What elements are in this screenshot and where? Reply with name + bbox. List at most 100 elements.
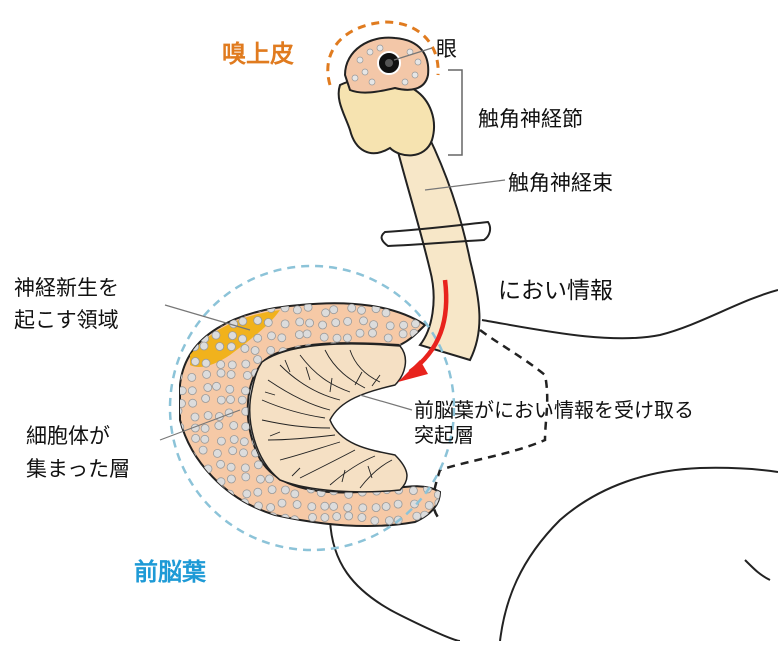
- cell-body-dot: [190, 412, 200, 422]
- receiving-layer-label-line2: 突起層: [414, 423, 474, 447]
- cell-body-dot: [371, 503, 381, 513]
- cell-body-dot: [307, 502, 317, 512]
- neurogenesis-label-line2: 起こす領域: [14, 308, 119, 332]
- cell-body-dot: [240, 463, 250, 473]
- cell-body-dot: [369, 320, 379, 330]
- cell-body-dot: [407, 475, 417, 485]
- cell-body-dot: [308, 513, 317, 522]
- cell-body-dot: [216, 436, 226, 446]
- cell-body-dot: [253, 316, 263, 325]
- cell-body-dot: [396, 383, 406, 393]
- cell-body-dot: [201, 316, 211, 326]
- cell-body-dot: [226, 395, 235, 404]
- cell-body-dot: [238, 334, 247, 344]
- cell-body-dot: [393, 499, 403, 509]
- cell-body-dot: [381, 407, 390, 417]
- cell-body-dot: [186, 320, 196, 330]
- cell-body-dot: [408, 459, 418, 469]
- cell-body-dot: [368, 436, 378, 446]
- cell-body-label-line2: 集まった層: [26, 457, 130, 481]
- cell-body-dot: [253, 511, 263, 521]
- cell-body-dot: [199, 475, 208, 485]
- cell-body-dot: [216, 477, 226, 487]
- cell-body-dot: [242, 489, 252, 499]
- cell-body-dot: [180, 512, 183, 522]
- cell-body-dot: [203, 515, 213, 524]
- cell-body-dot: [355, 328, 365, 338]
- cell-body-dot: [397, 394, 407, 404]
- cell-body-dot: [212, 307, 221, 317]
- cell-body-dot: [214, 421, 224, 430]
- cell-body-dot: [433, 490, 440, 500]
- cell-body-dot: [381, 308, 391, 318]
- cell-body-dot: [241, 472, 251, 482]
- cell-body-dot: [180, 499, 184, 509]
- tentacle-nerve-bundle-label: 触角神経束: [508, 171, 613, 195]
- cell-body-dot: [216, 459, 226, 469]
- cell-body-dot: [290, 489, 300, 499]
- cell-body-dot: [368, 408, 377, 418]
- cell-body-dot: [342, 333, 352, 343]
- cell-body-dot: [187, 451, 197, 461]
- receiving-layer-label-line1: 前脳葉がにおい情報を受け取る: [414, 398, 694, 422]
- cell-body-dot: [216, 360, 226, 369]
- cell-body-dot: [408, 486, 418, 496]
- cell-body-dot: [266, 345, 276, 355]
- cell-body-dot: [332, 333, 342, 343]
- cell-body-dot: [180, 406, 183, 416]
- cell-body-dot: [412, 511, 422, 521]
- neuropil-fibers: [261, 349, 393, 489]
- cell-body-dot: [190, 357, 200, 366]
- cell-body-dot: [277, 333, 287, 343]
- tentacle-ganglion-label: 触角神経節: [478, 107, 583, 131]
- cell-body-dot: [203, 411, 213, 420]
- cell-body-dot: [368, 328, 377, 338]
- cell-body-dot: [433, 371, 440, 381]
- cell-body-dot: [320, 501, 330, 511]
- cell-body-dot: [250, 346, 260, 355]
- cell-body-dot: [420, 307, 430, 317]
- cell-body-dot: [437, 510, 440, 520]
- cell-body-dot: [238, 316, 248, 326]
- cell-body-dot: [228, 446, 238, 456]
- cell-body-dot: [226, 474, 236, 484]
- cell-body-dot: [226, 462, 236, 472]
- cell-body-dot: [434, 386, 440, 395]
- cell-body-dot: [425, 477, 435, 487]
- cell-body-dot: [225, 489, 235, 499]
- cell-body-dot: [180, 330, 183, 340]
- cell-body-dot: [253, 355, 263, 364]
- cell-body-dot: [354, 422, 364, 432]
- cell-body-dot: [180, 475, 183, 484]
- cell-body-dot: [212, 448, 222, 458]
- cell-body-dot: [229, 435, 239, 444]
- cell-body-dot: [201, 394, 211, 403]
- cell-body-dot: [277, 498, 287, 508]
- cell-body-dot: [385, 321, 395, 331]
- cell-body-dot: [397, 447, 407, 457]
- cell-body-dot: [216, 395, 226, 405]
- cell-body-dot: [200, 334, 210, 344]
- cell-body-dot: [241, 422, 251, 432]
- cell-body-dot: [229, 497, 239, 507]
- cell-body-dot: [180, 399, 186, 408]
- dashed-nerve-outline: [432, 328, 549, 521]
- cell-body-dot: [227, 360, 237, 370]
- cell-body-dot: [398, 433, 408, 443]
- cell-body-dot: [225, 384, 235, 394]
- cell-body-dot: [211, 330, 221, 340]
- cell-body-dot: [399, 320, 409, 330]
- cell-body-dot: [359, 316, 368, 326]
- cell-body-dot: [423, 459, 433, 469]
- cell-body-dot: [321, 308, 331, 318]
- cell-body-dot: [241, 386, 250, 396]
- cell-body-dot: [384, 516, 394, 525]
- cell-body-dot: [202, 369, 212, 379]
- nerve-ring: [380, 220, 492, 248]
- cell-body-dot: [187, 372, 197, 382]
- cell-body-dot: [280, 319, 290, 329]
- cell-body-dot: [253, 460, 263, 470]
- cell-body-dot: [265, 474, 274, 484]
- procerebrum-label: 前脳葉: [134, 558, 207, 586]
